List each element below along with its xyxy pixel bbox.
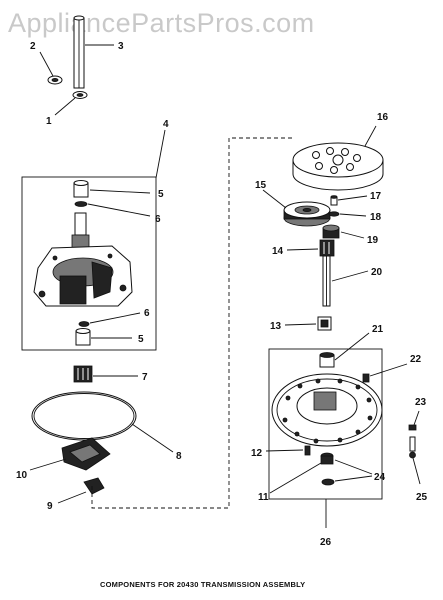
part-25-bolt [409, 436, 416, 459]
callout-4: 4 [163, 119, 169, 130]
part-2-washer [47, 75, 63, 85]
callout-14: 14 [272, 246, 284, 257]
transmission-body [33, 212, 133, 307]
part-6-ring-upper [74, 201, 88, 207]
callout-17: 17 [370, 191, 382, 202]
callout-6-lower: 6 [144, 308, 150, 319]
callout-12: 12 [251, 448, 263, 459]
part-24-gear [320, 452, 335, 486]
part-4-frame [21, 176, 157, 351]
callout-13: 13 [270, 321, 282, 332]
part-19-gear-small [322, 224, 340, 239]
part-5-bushing-lower [75, 328, 91, 346]
callout-18: 18 [370, 212, 382, 223]
part-20-shaft [322, 255, 331, 307]
callout-20: 20 [371, 267, 383, 278]
part-13-block [317, 316, 332, 331]
assembly-connector-dashed [91, 137, 292, 509]
callout-9: 9 [47, 501, 53, 512]
callout-11: 11 [258, 492, 269, 503]
callout-3: 3 [118, 41, 124, 52]
callout-1: 1 [46, 116, 52, 127]
callout-26: 26 [320, 537, 332, 548]
part-7-gear [73, 365, 93, 383]
part-1-ring [72, 91, 88, 99]
part-17-pin [330, 195, 338, 206]
part-9-clip [83, 477, 105, 495]
callout-6-upper: 6 [155, 214, 161, 225]
part-12-screw [304, 445, 311, 456]
part-14-pinion [319, 239, 335, 257]
part-16-pulley [292, 142, 384, 191]
part-10-block [61, 437, 111, 471]
diagram-caption: COMPONENTS FOR 20430 TRANSMISSION ASSEMB… [100, 580, 305, 589]
callout-5-upper: 5 [158, 189, 164, 200]
part-23-nut [408, 424, 417, 431]
callout-15: 15 [255, 180, 267, 191]
part-26-housing-frame [268, 348, 383, 500]
part-3-shaft [73, 15, 85, 89]
callout-24: 24 [374, 472, 386, 483]
part-22-screw [362, 373, 370, 383]
transmission-housing [271, 373, 383, 447]
callout-25: 25 [416, 492, 428, 503]
part-6-ring-lower [78, 321, 90, 327]
callout-5-lower: 5 [138, 334, 144, 345]
part-5-bushing-upper [73, 180, 89, 198]
callout-19: 19 [367, 235, 379, 246]
callout-23: 23 [415, 397, 427, 408]
watermark-text: AppliancePartsPros.com [8, 8, 315, 38]
part-18-washer [328, 211, 340, 217]
part-21-bushing [319, 352, 335, 368]
callout-10: 10 [16, 470, 28, 481]
part-8-o-ring [31, 391, 137, 441]
callout-7: 7 [142, 372, 148, 383]
callout-22: 22 [410, 354, 422, 365]
callout-21: 21 [372, 324, 384, 335]
callout-2: 2 [30, 41, 36, 52]
callout-16: 16 [377, 112, 389, 123]
callout-8: 8 [176, 451, 182, 462]
part-15-gear-large [283, 201, 331, 227]
